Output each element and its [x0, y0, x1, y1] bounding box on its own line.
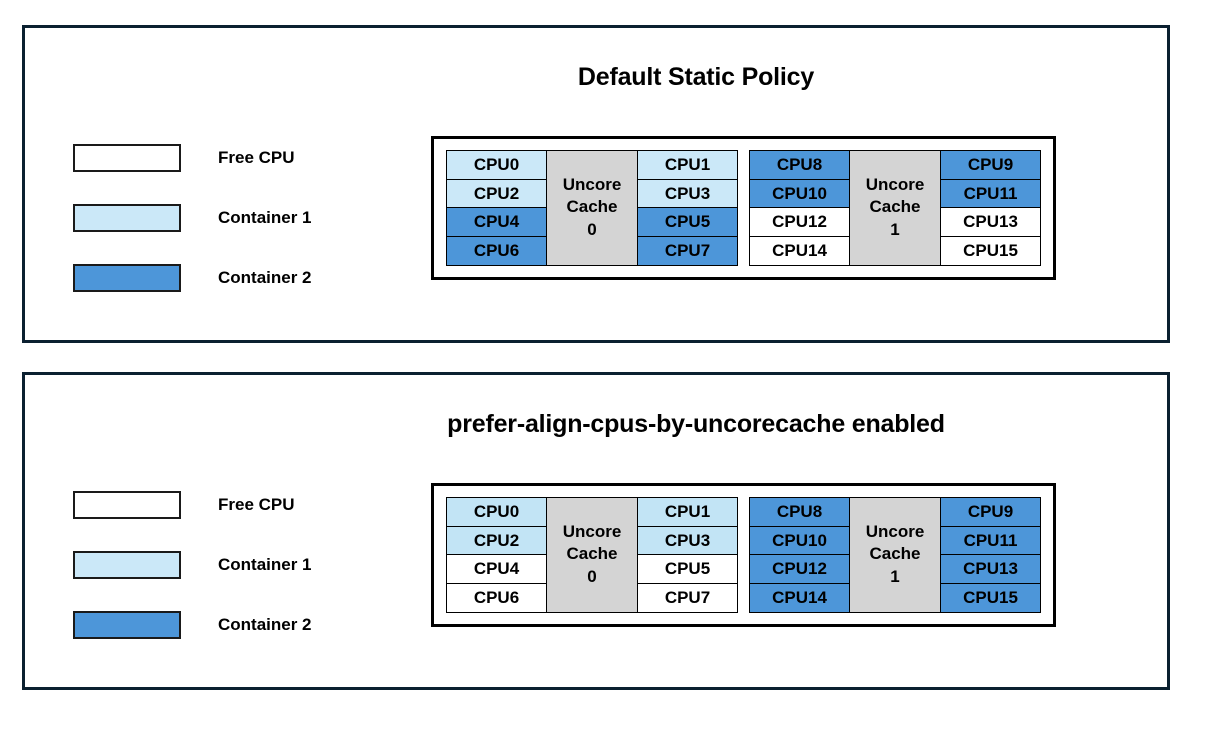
legend-swatch-container-1 — [73, 204, 181, 232]
cpu-cell: CPU9 — [940, 150, 1041, 180]
uncore-cache-label-line: Cache — [566, 197, 618, 217]
cpu-cell: CPU15 — [940, 235, 1041, 266]
cpu-cell: CPU3 — [637, 525, 738, 556]
cpu-cell: CPU3 — [637, 178, 738, 209]
legend-swatch-free-cpu — [73, 144, 181, 172]
cpu-cell: CPU5 — [637, 554, 738, 584]
cpu-cell: CPU4 — [446, 554, 547, 584]
uncore-cache-label-line: Uncore — [562, 521, 622, 541]
cpu-cell: CPU10 — [749, 178, 850, 209]
cpu-cell: CPU11 — [940, 178, 1041, 209]
cpu-cell: CPU12 — [749, 554, 850, 584]
cpu-cell: CPU8 — [749, 150, 850, 180]
cpu-cell: CPU0 — [446, 150, 547, 180]
uncore-cache-label-line: Uncore — [562, 174, 622, 194]
uncore-cache-label-line: Uncore — [865, 521, 925, 541]
uncore-cache-label-line: 0 — [587, 220, 597, 240]
cpu-cell: CPU12 — [749, 207, 850, 237]
legend-label: Free CPU — [218, 495, 295, 514]
legend-label: Container 1 — [218, 208, 312, 227]
legend-label: Container 2 — [218, 268, 312, 287]
cpu-cell: CPU1 — [637, 150, 738, 180]
cpu-cell: CPU1 — [637, 497, 738, 527]
legend-swatch-container-2 — [73, 264, 181, 292]
uncore-cache-label-line: 1 — [890, 567, 900, 587]
cpu-cell: CPU14 — [749, 235, 850, 266]
uncore-cache-label-line: 1 — [890, 220, 900, 240]
cpu-cell: CPU15 — [940, 582, 1041, 613]
legend-item: Container 2 — [73, 248, 312, 308]
uncore-cache-label-line: Uncore — [865, 174, 925, 194]
uncore-cache-label-line: Cache — [869, 197, 921, 217]
cpu-cell: CPU7 — [637, 235, 738, 266]
cpu-cell: CPU0 — [446, 497, 547, 527]
legend: Free CPU Container 1 Container 2 — [73, 475, 312, 655]
cpu-cell: CPU13 — [940, 207, 1041, 237]
legend-item: Container 1 — [73, 535, 312, 595]
uncore-cache-label-line: Cache — [566, 544, 618, 564]
cpu-cell: CPU2 — [446, 178, 547, 209]
cpu-cell: CPU5 — [637, 207, 738, 237]
legend-item: Free CPU — [73, 128, 312, 188]
cpu-cell: CPU4 — [446, 207, 547, 237]
legend-swatch-container-1 — [73, 551, 181, 579]
legend-label: Container 1 — [218, 555, 312, 574]
cpu-cell: CPU14 — [749, 582, 850, 613]
cpu-cell: CPU10 — [749, 525, 850, 556]
legend-label: Container 2 — [218, 615, 312, 634]
legend-item: Container 1 — [73, 188, 312, 248]
cpu-cell: CPU6 — [446, 582, 547, 613]
cpu-cell: CPU6 — [446, 235, 547, 266]
cpu-cell: CPU9 — [940, 497, 1041, 527]
cpu-cell: CPU8 — [749, 497, 850, 527]
uncore-cache-label-line: 0 — [587, 567, 597, 587]
page-title: prefer-align-cpus-by-uncorecache enabled — [447, 410, 945, 438]
legend: Free CPU Container 1 Container 2 — [73, 128, 312, 308]
cpu-cell: CPU13 — [940, 554, 1041, 584]
cpu-cell: CPU7 — [637, 582, 738, 613]
legend-swatch-free-cpu — [73, 491, 181, 519]
uncore-cache-label-line: Cache — [869, 544, 921, 564]
legend-item: Free CPU — [73, 475, 312, 535]
legend-swatch-container-2 — [73, 611, 181, 639]
page-title: Default Static Policy — [577, 63, 815, 91]
cpu-cell: CPU2 — [446, 525, 547, 556]
legend-item: Container 2 — [73, 595, 312, 655]
cpu-cell: CPU11 — [940, 525, 1041, 556]
panel-default-static-policy: Default Static Policy Free CPU Container… — [22, 25, 1170, 343]
panel-prefer-align-cpus-by-uncorecache: prefer-align-cpus-by-uncorecache enabled… — [22, 372, 1170, 690]
legend-label: Free CPU — [218, 148, 295, 167]
